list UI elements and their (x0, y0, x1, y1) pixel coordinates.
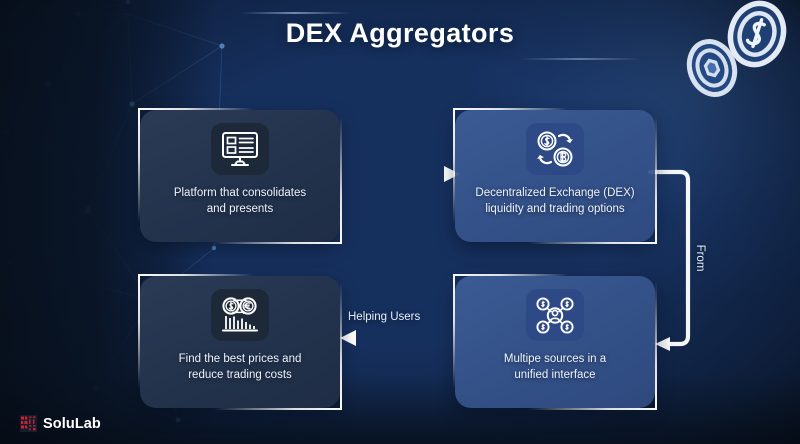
card-text-line1: Decentralized Exchange (DEX) (475, 187, 635, 199)
card-best-prices[interactable]: Find the best prices and reduce trading … (138, 274, 342, 410)
desktop-monitor-icon (211, 123, 269, 175)
price-comparison-chart-icon (211, 289, 269, 341)
card-text: Decentralized Exchange (DEX) liquidity a… (462, 186, 648, 217)
card-multiple-sources[interactable]: Multipe sources in a unified interface (453, 274, 657, 410)
card-text-line2: liquidity and trading options (485, 202, 625, 215)
hexagon-coin-icon (686, 39, 738, 97)
card-text: Find the best prices and reduce trading … (147, 352, 333, 383)
connector-label-from: From (694, 244, 706, 272)
card-text-line1: Multipe sources in a (503, 353, 607, 365)
solulab-logo-text: SoluLab (43, 415, 101, 432)
page-title: DEX Aggregators (285, 18, 515, 48)
connector-label-helping-users: Helping Users (348, 311, 421, 323)
user-network-sources-icon (526, 289, 584, 341)
title-sheen-right (520, 58, 640, 60)
card-dex-liquidity[interactable]: Decentralized Exchange (DEX) liquidity a… (453, 108, 657, 244)
card-text-line2: reduce trading costs (188, 368, 292, 381)
arrow-right-icon (337, 166, 460, 182)
bottom-gradient-overlay (0, 374, 800, 444)
title-sheen-left (240, 12, 350, 14)
card-text-line2: and presents (206, 202, 274, 215)
solulab-logo[interactable]: SoluLab (20, 415, 101, 432)
currency-exchange-icon (526, 123, 584, 175)
card-text-line2: unified interface (514, 368, 596, 381)
card-platform[interactable]: Platform that consolidates and presents (138, 108, 342, 244)
arrow-left-icon (340, 330, 463, 346)
card-text-line1: Find the best prices and (178, 353, 302, 365)
card-text: Platform that consolidates and presents (147, 186, 333, 217)
card-text: Multipe sources in a unified interface (462, 352, 648, 383)
solulab-logo-icon (20, 415, 37, 432)
card-text-line1: Platform that consolidates (173, 187, 307, 199)
elbow-arrow-icon (647, 169, 691, 351)
dollar-coin-icon (727, 0, 787, 68)
